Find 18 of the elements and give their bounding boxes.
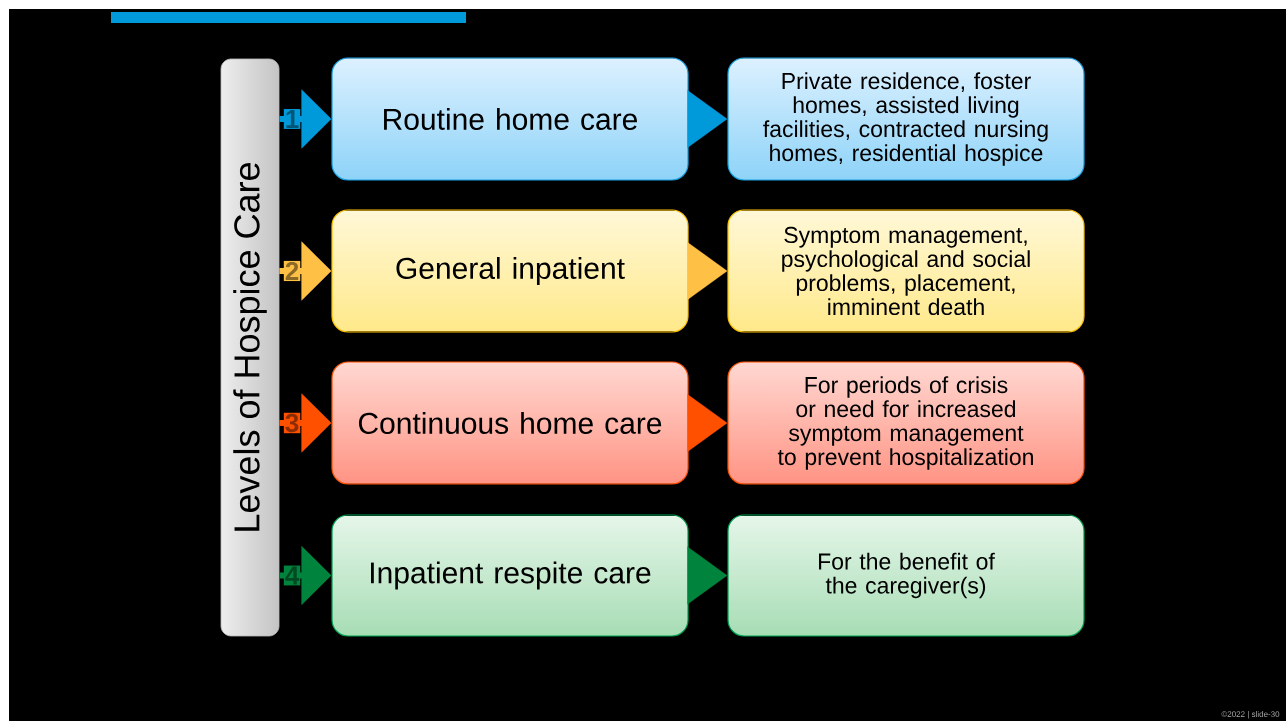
step-number: 4 [285, 566, 300, 585]
description-box: For periods of crisis or need for increased symptom management to prevent hospitalization [727, 361, 1085, 485]
step-number: 3 [285, 413, 299, 433]
chevron-arrow [687, 394, 728, 452]
chevron-arrow [687, 242, 728, 300]
level-box: General inpatient [331, 209, 689, 333]
description-box: Symptom management, psychological and social problems, placement, imminent death [727, 209, 1085, 333]
step-number: 2 [285, 261, 299, 281]
level-box: Routine home care [331, 57, 689, 181]
description-box: For the benefit of the caregiver(s) [727, 514, 1085, 637]
chevron-arrow [687, 90, 728, 148]
footer-note: ©2022 | slide-30 [1221, 711, 1280, 719]
description-box: Private residence, foster homes, assisted living facilities, contracted nursing homes, residential hospice [727, 57, 1085, 181]
level-box: Inpatient respite care [331, 514, 689, 637]
step-number: 1 [286, 110, 299, 128]
chevron-arrow [687, 546, 728, 605]
level-box: Continuous home care [331, 361, 689, 485]
title-bar: Levels of Hospice Care [220, 58, 280, 637]
